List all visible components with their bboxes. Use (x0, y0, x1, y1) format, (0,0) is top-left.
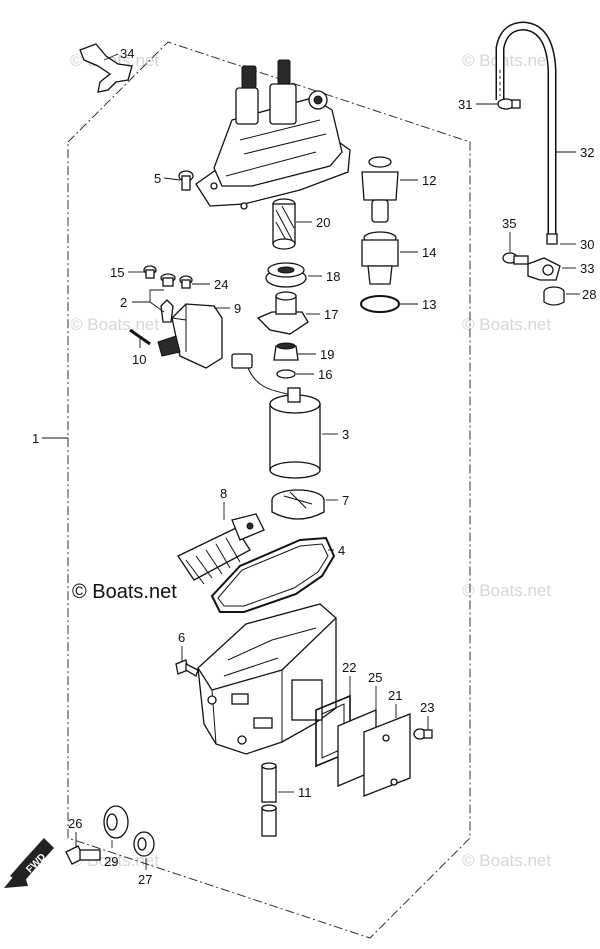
part-12-regulator (361, 156, 399, 223)
part-28-grommet (543, 286, 565, 306)
callout-26: 26 (68, 816, 82, 831)
watermark: © Boats.net (70, 315, 159, 334)
watermark: © Boats.net (462, 315, 551, 334)
part-23-screw (413, 728, 433, 740)
part-9-controller (157, 303, 223, 369)
callout-labels: 34 5 12 20 15 24 18 14 2 9 17 13 10 19 1… (32, 46, 596, 887)
fwd-arrow-icon: FWD (4, 838, 54, 888)
part-13-oring (360, 295, 400, 313)
callout-19: 19 (320, 347, 334, 362)
assembly-frame (67, 41, 471, 939)
callout-27: 27 (138, 872, 152, 887)
part-29-grommet (103, 805, 129, 839)
part-5-screw (178, 170, 194, 191)
part-16-oring (276, 369, 296, 379)
watermark: © Boats.net (462, 851, 551, 870)
part-6-bolt (175, 659, 199, 677)
part-14-damper (361, 231, 399, 285)
part-2-fittings (160, 273, 176, 323)
callout-8: 8 (220, 486, 227, 501)
callout-14: 14 (422, 245, 436, 260)
callout-21: 21 (388, 688, 402, 703)
part-19-grommet (273, 342, 299, 361)
part-4-gasket (210, 536, 336, 613)
callout-7: 7 (342, 493, 349, 508)
part-21-cover (363, 713, 411, 797)
part-26-bolt (65, 845, 101, 865)
callout-16: 16 (318, 367, 332, 382)
callout-18: 18 (326, 269, 340, 284)
callout-2: 2 (120, 295, 127, 310)
watermark: © Boats.net (462, 581, 551, 600)
part-20-filter (272, 198, 296, 250)
callout-31: 31 (458, 97, 472, 112)
callout-33: 33 (580, 261, 594, 276)
part-7-cap (271, 489, 325, 520)
callout-1: 1 (32, 431, 39, 446)
callout-3: 3 (342, 427, 349, 442)
callout-15: 15 (110, 265, 124, 280)
part-15-bolt (143, 265, 157, 279)
callout-32: 32 (580, 145, 594, 160)
callout-4: 4 (338, 543, 345, 558)
callout-12: 12 (422, 173, 436, 188)
float-chamber (197, 603, 337, 755)
pump-head (195, 59, 351, 210)
callout-6: 6 (178, 630, 185, 645)
callout-35: 35 (502, 216, 516, 231)
callout-22: 22 (342, 660, 356, 675)
watermark-main: © Boats.net (72, 581, 177, 603)
part-8-strainer (177, 502, 265, 585)
callout-5: 5 (154, 171, 161, 186)
callout-25: 25 (368, 670, 382, 685)
part-35-bolt (502, 252, 529, 265)
callout-10: 10 (132, 352, 146, 367)
part-30-end (546, 233, 558, 245)
part-32-hose (495, 21, 557, 240)
part-3-fuel-pump (231, 353, 321, 479)
leader-lines (42, 53, 580, 870)
callout-20: 20 (316, 215, 330, 230)
callout-23: 23 (420, 700, 434, 715)
part-11-tube (261, 762, 277, 837)
part-17-bracket (256, 291, 309, 335)
part-33-clamp (527, 257, 561, 281)
callout-11: 11 (298, 785, 312, 800)
callout-13: 13 (422, 297, 436, 312)
callout-29: 29 (104, 854, 118, 869)
callout-24: 24 (214, 277, 228, 292)
callout-34: 34 (120, 46, 134, 61)
part-27-collar (133, 831, 155, 857)
callout-17: 17 (324, 307, 338, 322)
callout-9: 9 (234, 301, 241, 316)
callout-30: 30 (580, 237, 594, 252)
watermark: © Boats.net (462, 51, 551, 70)
part-18-seat (265, 262, 307, 288)
part-24-bolt (179, 275, 193, 289)
part-31-clip (497, 98, 521, 110)
watermarks: © Boats.net © Boats.net © Boats.net © Bo… (70, 51, 551, 870)
part-34-clamp (79, 43, 133, 93)
callout-28: 28 (582, 287, 596, 302)
